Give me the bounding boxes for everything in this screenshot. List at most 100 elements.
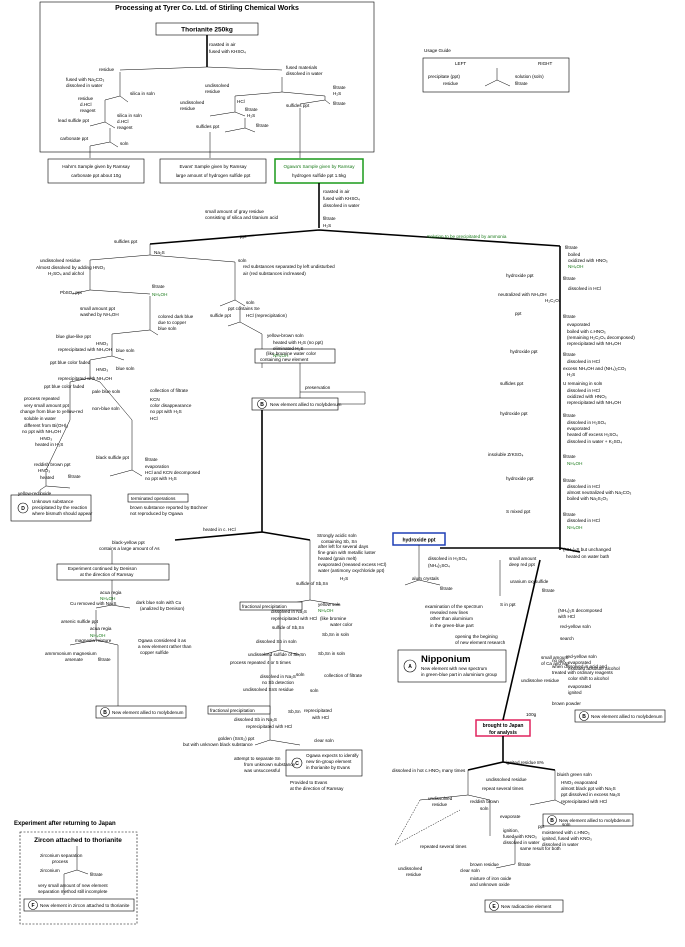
chain [467,736,556,771]
bottom_right-label: almost black ppt with Na₂S [561,786,616,791]
left_branch-label: HNO₃ [38,468,50,473]
lower_right-label: treated with ordinary reagents [552,670,613,675]
bottom_right-label: fused with KNO₃ [503,834,537,839]
chain [104,72,129,103]
label: HCl [237,99,245,104]
lower_center-label: H₂S [340,576,348,581]
left_branch-label: HNO₃ [96,341,108,346]
bottom_right-label: dissolved in water [503,840,540,845]
bottom_right-label: repeated several times [420,844,467,849]
right_branch-label: NH₄OH [567,461,582,466]
label: residue [99,67,115,72]
center_branch-label: NH₄OH [273,353,288,358]
main-split [149,229,561,247]
label: silica in soln [130,91,155,96]
left_branch-label: due to copper [158,320,187,325]
lower_right-label: color shift to alcohol [568,676,609,681]
bottom_right-label: ignition, [503,828,519,833]
hahn-sample-box [47,158,145,184]
label: RIGHT [538,61,552,66]
bottom_right-label: ppt [538,824,545,829]
page-title: Processing at Tyrer Co. Ltd. of Stirling… [115,5,299,12]
lower_center-label: undissolved sulfide of Sb,Sn [248,652,306,657]
bottom_right-label: HNO₃ evaporated [561,780,598,785]
right_branch-label: oxidized with HNO₃ [568,258,608,263]
center_branch-label: HCl (reprecipitation) [246,313,287,318]
lower_right-label: examination of the spectrum [425,604,483,609]
left_branch-label: change from blue to yellow-red [20,409,83,414]
lower_center-label: filtrate [98,657,111,662]
right_branch-label: H₂S [567,372,575,377]
label: dissolved in water [66,83,103,88]
lower_center-label: magnesia mixture [75,638,112,643]
lower_center-label: NH₄OH [318,608,333,613]
left_branch-label: blue soln [116,348,135,353]
new-b-box-3 [574,709,666,723]
lower_right-label: dissolved in H₂SO₄ [428,556,467,561]
left_branch-label: blue soln [116,366,135,371]
lower_center-label: process repeated 4 or 5 times [230,660,291,665]
marker-f [28,900,38,910]
left_branch-label: heated [40,475,54,480]
bottom_right-label: and unknown oxide [470,882,510,887]
lower_center-label: contains a large amount of As [99,546,160,551]
center_branch-label: heated with H₂S (no ppt) [273,340,324,345]
bottom_right-label: reprecipitated with HCl [561,799,607,804]
label: precipitated by the reaction [32,505,88,510]
left_branch-label: small amount ppt [80,306,116,311]
right_branch-label: hydroxide ppt [500,411,528,416]
label: filtrate [515,81,528,86]
label: large amount of hydrogen sulfide ppt [176,173,251,178]
bromine-box [254,348,336,364]
label: Ogawa's Sample given by Ramsay [283,164,355,169]
left_branch-label: no ppt with H₂S [150,409,182,414]
lower_center-label: with HCl [312,715,329,720]
bottom_right-label: undissolved [398,866,423,871]
right_branch-label: dissolved in water + K₂SO₄ [567,439,622,444]
lower_center-label: but with unknown black substance [183,742,253,747]
lower_center-label: yellow soln [318,602,341,607]
left_branch-label: pale blue soln [92,389,121,394]
lower_center-label: after left for several days [318,544,369,549]
label: fused materials [286,65,318,70]
lower_right-label: exsiated absolute alcohol [568,666,620,671]
chain [254,540,341,746]
left_branch-label: different from Bi(OH)₃ [24,423,68,428]
lower_right-label: no ppt [552,658,565,663]
label: new tin-group element [306,759,352,764]
bottom_right-label: reddish brown [470,799,499,804]
bottom_right-label: dissolved in hot c.HNO₃ many times [392,768,466,773]
lower_right-label: of new element research [455,640,506,645]
center_branch-label: soln [238,258,247,263]
label: residue [205,89,221,94]
lower_right-label: deep red ppt [509,562,536,567]
lower_center-label: sulfide of Sb,Sn [272,625,305,630]
right_branch-label: neutralized with NH₄OH [498,292,547,297]
right_branch-label: sulfides ppt [500,381,524,386]
right_branch-label: filtrate [563,352,576,357]
label: reagent [117,125,133,130]
label: 100g [526,712,537,717]
lower_center-label: reprecipitated with HCl [246,724,292,729]
chain [404,545,501,596]
bottom_right-label: undissolved residue [486,777,527,782]
label: F [31,903,34,909]
label: D [21,506,25,512]
marker-a [403,659,417,673]
center_branch-label: sulfide ppt [210,313,232,318]
label: hydrogen sulfide ppt 1.5kg [292,173,346,178]
left_branch-label: HCl and KCN decomposed [145,470,201,475]
right_branch-label: filtrate [563,276,576,281]
label: very small amount of new element [38,883,108,888]
lower_right-label: red-yellow soln [560,624,591,629]
label: sulfides ppt [286,103,310,108]
left_branch-label: process repeated [24,396,60,401]
lower_right-label: of Ca and Mg [541,661,569,666]
left_branch-label: ppt blue color faded [44,384,85,389]
lower_center-label: soln [296,672,305,677]
right_branch-label: hydroxide ppt [510,349,538,354]
chain [89,128,119,148]
lower_center-label: fractional precipitation [210,708,255,713]
lower_center-label: fractional precipitation [242,604,287,609]
left_branch-label: filtrate [152,284,165,289]
